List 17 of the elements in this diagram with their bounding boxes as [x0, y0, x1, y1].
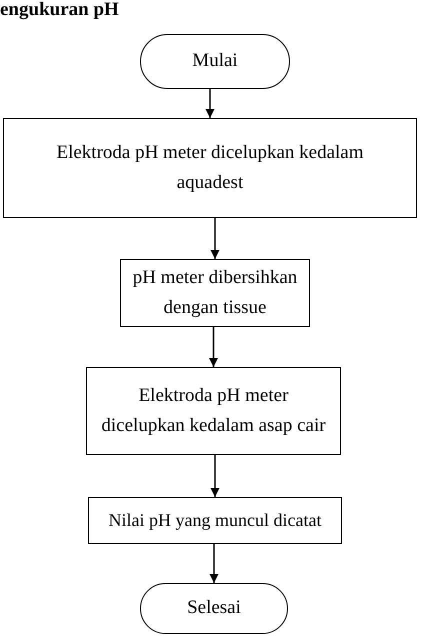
diagram-title: engukuran pH — [0, 0, 119, 21]
process-box — [88, 497, 342, 544]
arrow — [209, 327, 218, 367]
arrow — [210, 455, 220, 497]
node-text: Mulai — [192, 49, 238, 74]
terminal-box — [140, 583, 288, 634]
node-text: Selesai — [187, 596, 241, 620]
node-text: Elektroda pH meter dicelupkan kedalam aquadest — [55, 140, 365, 195]
node-text: Nilai pH yang muncul dicatat — [108, 509, 322, 532]
process-box — [86, 367, 341, 455]
process-box — [3, 118, 417, 218]
arrow — [210, 544, 218, 583]
node-text: Elektroda pH meter dicelupkan kedalam asap cair — [100, 384, 327, 438]
node-text: pH meter dibersihkan dengan tissue — [132, 266, 298, 320]
process-box — [120, 259, 310, 327]
arrow — [206, 89, 214, 118]
arrow — [210, 218, 220, 259]
